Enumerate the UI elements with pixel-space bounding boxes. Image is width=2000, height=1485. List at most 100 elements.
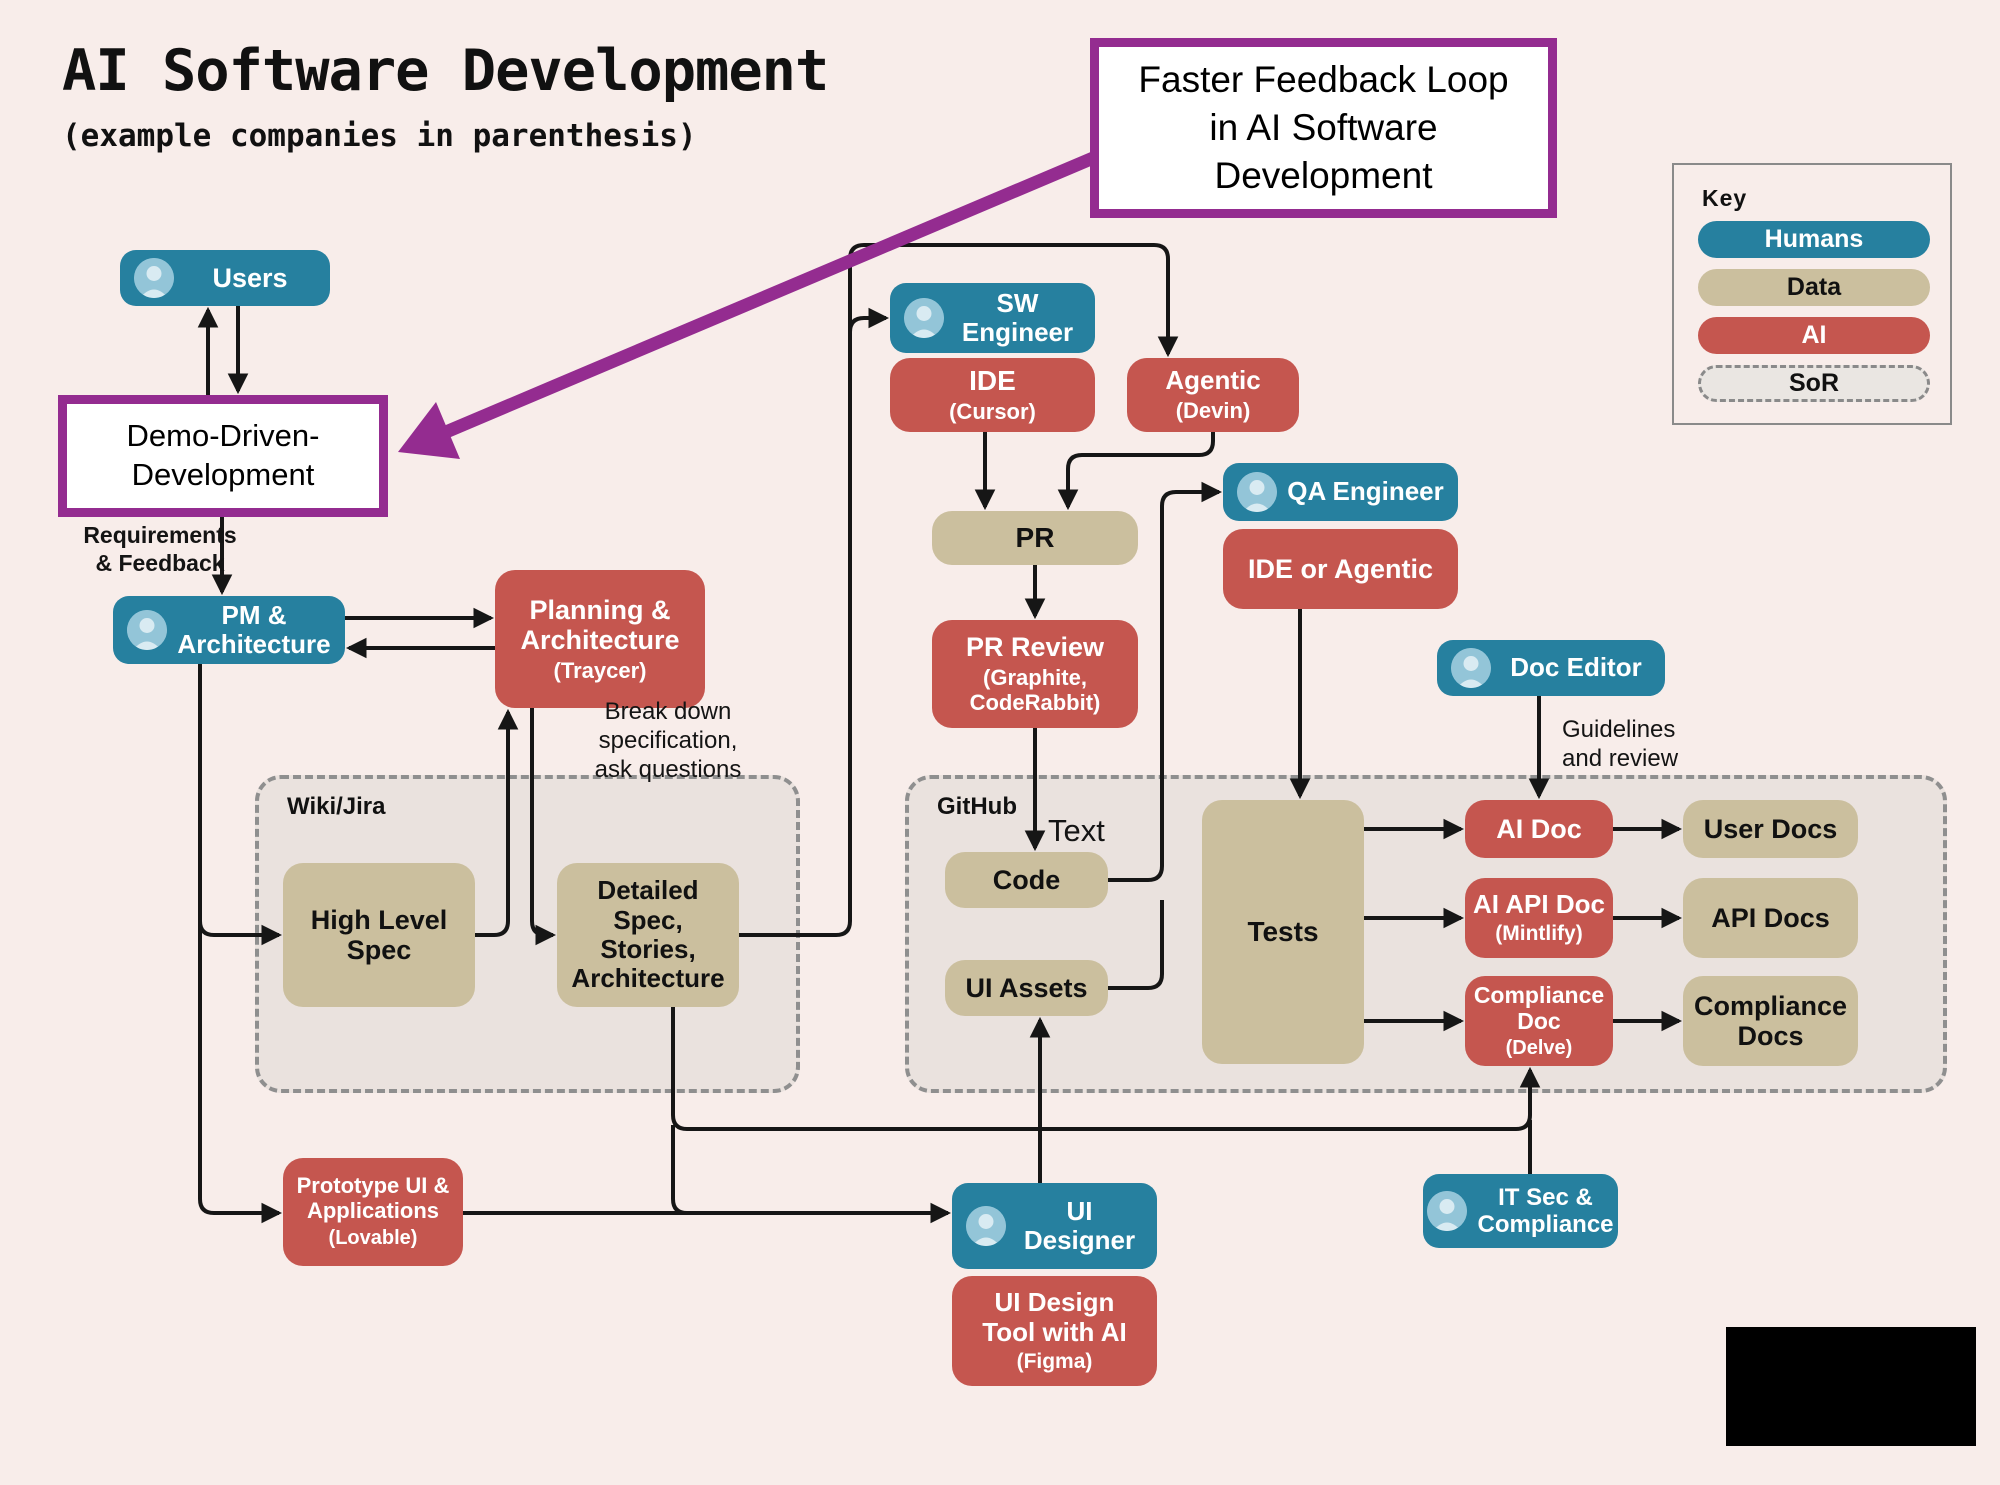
edge-uiassets-to-qa-riser — [1108, 900, 1164, 990]
node-ui-assets: UI Assets — [945, 960, 1108, 1016]
node-qa-engineer: QA Engineer — [1223, 463, 1458, 521]
high-level-spec-label: High Level Spec — [310, 904, 448, 966]
person-avatar-icon — [127, 610, 167, 650]
ai-api-doc-label: AI API Doc — [1473, 888, 1605, 919]
legend-title: Key — [1702, 185, 1748, 211]
agentic-company-label: (Devin) — [1175, 397, 1251, 423]
node-high-level-spec: High Level Spec — [283, 863, 475, 1007]
tests-label: Tests — [1247, 916, 1319, 948]
text-artifact-label: Text — [1048, 813, 1105, 848]
planning-company-label: (Traycer) — [553, 657, 647, 683]
faster-feedback-callout: Faster Feedback Loop in AI Software Deve… — [1090, 38, 1557, 218]
node-compliance-docs: Compliance Docs — [1683, 976, 1858, 1066]
node-pr-review: PR Review (Graphite, CodeRabbit) — [932, 620, 1138, 728]
sw-engineer-label: SW Engineer — [961, 287, 1074, 347]
node-user-docs: User Docs — [1683, 800, 1858, 858]
redaction-box — [1726, 1327, 1976, 1446]
node-sw-engineer: SW Engineer — [890, 283, 1095, 353]
ide-label: IDE — [969, 365, 1016, 397]
edge-detailed-to-compdoc — [671, 1007, 1541, 1131]
edge-planning-to-detailed — [530, 708, 557, 946]
legend-data-label: Data — [1786, 273, 1842, 301]
node-pr: PR — [932, 511, 1138, 565]
requirements-feedback-label: Requirements & Feedback — [83, 522, 237, 576]
edge-pm-to-hls — [198, 920, 283, 946]
node-users: Users — [120, 250, 330, 306]
person-avatar-icon — [1237, 472, 1277, 512]
node-api-docs: API Docs — [1683, 878, 1858, 958]
agentic-label: Agentic — [1165, 365, 1261, 396]
node-compliance-doc: Compliance Doc (Delve) — [1465, 976, 1613, 1066]
feedback-loop-arrowhead — [398, 402, 460, 459]
compliance-doc-company-label: (Delve) — [1505, 1037, 1573, 1060]
node-it-sec-compliance: IT Sec & Compliance — [1423, 1174, 1618, 1248]
pr-review-company-label: (Graphite, CodeRabbit) — [969, 664, 1101, 715]
legend-humans-label: Humans — [1764, 225, 1864, 253]
breakdown-spec-label: Break down specification, ask questions — [594, 698, 742, 783]
ui-assets-label: UI Assets — [965, 972, 1088, 1003]
legend-item-ai: AI — [1698, 317, 1930, 354]
ui-designer-label: UI Designer — [1023, 1195, 1136, 1255]
ai-api-doc-company-label: (Mintlify) — [1495, 922, 1583, 946]
person-avatar-icon — [134, 258, 174, 298]
edge-detailed-to-sw — [848, 307, 890, 333]
doc-editor-label: Doc Editor — [1510, 652, 1642, 683]
legend-sor-label: SoR — [1789, 369, 1839, 397]
page-subtitle: (example companies in parenthesis) — [62, 118, 697, 154]
code-label: Code — [992, 864, 1061, 895]
edge-agentic-to-pr — [1057, 432, 1215, 511]
node-code: Code — [945, 852, 1108, 908]
node-demo-driven-development: Demo-Driven- Development — [58, 395, 388, 517]
qa-engineer-label: QA Engineer — [1287, 476, 1444, 507]
node-ide: IDE (Cursor) — [890, 358, 1095, 432]
legend-ai-label: AI — [1801, 321, 1827, 349]
person-avatar-icon — [1427, 1191, 1468, 1231]
ui-design-tool-company-label: (Figma) — [1016, 1350, 1093, 1374]
node-planning-architecture: Planning & Architecture (Traycer) — [495, 570, 705, 708]
ide-company-label: (Cursor) — [949, 398, 1036, 424]
person-avatar-icon — [1451, 648, 1491, 688]
pr-review-label: PR Review — [965, 632, 1105, 663]
feedback-loop-arrow — [443, 144, 1115, 438]
node-ide-or-agentic: IDE or Agentic — [1223, 529, 1458, 609]
user-docs-label: User Docs — [1703, 813, 1838, 844]
compliance-docs-label: Compliance Docs — [1693, 990, 1848, 1052]
node-ai-doc: AI Doc — [1465, 800, 1613, 858]
prototype-company-label: (Lovable) — [328, 1227, 418, 1250]
pr-label: PR — [1015, 522, 1055, 554]
github-label: GitHub — [937, 793, 1017, 820]
ide-or-agentic-label: IDE or Agentic — [1247, 553, 1434, 584]
title-block: AI Software Development (example compani… — [62, 38, 829, 154]
legend-item-data: Data — [1698, 269, 1930, 306]
person-avatar-icon — [966, 1206, 1006, 1246]
edge-detailed-to-uidesigner-merge — [671, 1125, 688, 1215]
node-ui-design-tool: UI Design Tool with AI (Figma) — [952, 1276, 1157, 1386]
edge-hls-to-planning — [475, 708, 519, 937]
compliance-doc-label: Compliance Doc — [1473, 982, 1605, 1035]
demo-driven-development-label: Demo-Driven- Development — [126, 418, 320, 492]
legend: Key Humans Data AI SoR — [1672, 163, 1952, 425]
legend-item-sor: SoR — [1698, 365, 1930, 402]
ui-design-tool-label: UI Design Tool with AI — [982, 1287, 1127, 1347]
prototype-ui-label: Prototype UI & Applications — [296, 1173, 450, 1224]
node-prototype-ui: Prototype UI & Applications (Lovable) — [283, 1158, 463, 1266]
edge-detailed-to-agentic — [739, 243, 1179, 937]
node-tests: Tests — [1202, 800, 1364, 1064]
node-ai-api-doc: AI API Doc (Mintlify) — [1465, 878, 1613, 958]
node-pm-architecture: PM & Architecture — [113, 596, 345, 664]
api-docs-label: API Docs — [1711, 902, 1830, 933]
guidelines-review-label: Guidelines and review — [1562, 716, 1679, 772]
planning-architecture-label: Planning & Architecture — [520, 594, 680, 656]
person-avatar-icon — [904, 298, 944, 338]
wiki-jira-label: Wiki/Jira — [287, 793, 386, 820]
node-agentic: Agentic (Devin) — [1127, 358, 1299, 432]
page-title: AI Software Development — [62, 38, 829, 104]
edge-code-to-qa — [1108, 481, 1223, 882]
node-ui-designer: UI Designer — [952, 1183, 1157, 1269]
it-sec-compliance-label: IT Sec & Compliance — [1477, 1183, 1614, 1238]
users-label: Users — [212, 262, 288, 293]
legend-item-humans: Humans — [1698, 221, 1930, 258]
ai-doc-label: AI Doc — [1496, 813, 1582, 844]
faster-feedback-label: Faster Feedback Loop in AI Software Deve… — [1138, 58, 1509, 197]
